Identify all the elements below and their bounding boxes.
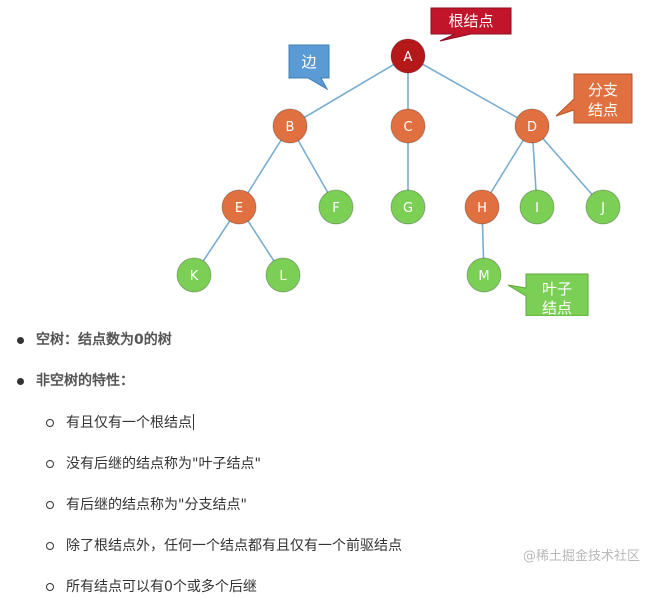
tree-node-D: D <box>514 108 550 144</box>
edge-D-J <box>531 125 604 208</box>
node-circle-J <box>585 189 621 225</box>
node-label-A: A <box>404 50 413 65</box>
node-label-J: J <box>600 201 605 216</box>
node-label-C: C <box>403 120 412 135</box>
tree-node-C: C <box>390 108 426 144</box>
node-label-L: L <box>279 269 287 284</box>
definition-list: 空树：结点数为0的树 非空树的特性： 有且仅有一个根结点 没有后继的结点称为"叶… <box>0 330 646 597</box>
property-text: 有后继的结点称为"分支结点" <box>66 497 247 513</box>
empty-tree-item: 空树：结点数为0的树 <box>0 330 646 350</box>
branch-callout-line-2: 结点 <box>588 101 618 119</box>
node-label-D: D <box>527 120 537 135</box>
property-text: 所有结点可以有0个或多个后继 <box>66 579 257 595</box>
branch-callout-line-1: 分支 <box>588 81 618 99</box>
property-text: 没有后继的结点称为"叶子结点" <box>66 456 261 472</box>
edge-A-B <box>289 55 409 127</box>
property-item: 没有后继的结点称为"叶子结点" <box>34 454 646 474</box>
node-label-H: H <box>477 201 487 216</box>
edge-callout: 边 <box>288 44 330 91</box>
tree-node-A: A <box>390 38 426 74</box>
tree-node-M: M <box>466 257 502 293</box>
tree-node-B: B <box>272 108 308 144</box>
node-label-K: K <box>190 269 199 284</box>
node-label-G: G <box>403 201 413 216</box>
node-label-B: B <box>286 120 295 135</box>
empty-tree-text: 空树：结点数为0的树 <box>36 332 172 348</box>
tree-node-G: G <box>390 189 426 225</box>
property-text: 除了根结点外，任何一个结点都有且仅有一个前驱结点 <box>66 538 402 554</box>
tree-notes: 空树：结点数为0的树 非空树的特性： 有且仅有一个根结点 没有后继的结点称为"叶… <box>0 318 646 597</box>
node-circle-D <box>514 108 550 144</box>
edge-A-D <box>407 55 533 127</box>
tree-node-I: I <box>519 189 555 225</box>
tree-node-H: H <box>464 189 500 225</box>
leaf-callout-line-2: 结点 <box>542 299 572 316</box>
nonempty-tree-text: 非空树的特性： <box>36 373 134 389</box>
node-label-M: M <box>478 269 489 284</box>
tree-node-F: F <box>318 189 354 225</box>
root-callout-text: 根结点 <box>448 12 493 30</box>
root-callout-shape <box>430 7 512 42</box>
tree-node-J: J <box>585 189 621 225</box>
node-circle-A <box>390 38 426 74</box>
property-item: 所有结点可以有0个或多个后继 <box>34 577 646 597</box>
leaf-callout-shape <box>507 273 589 316</box>
node-circle-G <box>390 189 426 225</box>
node-circle-B <box>272 108 308 144</box>
node-circle-E <box>221 189 257 225</box>
property-item: 有且仅有一个根结点 <box>34 413 646 433</box>
tree-node-E: E <box>221 189 257 225</box>
edge-callout-text: 边 <box>301 53 316 71</box>
property-list: 有且仅有一个根结点 没有后继的结点称为"叶子结点" 有后继的结点称为"分支结点"… <box>36 413 646 597</box>
node-circle-H <box>464 189 500 225</box>
leaf-callout-line-1: 叶子 <box>542 280 572 298</box>
root-node-callout: 根结点 <box>430 7 512 42</box>
node-circle-I <box>519 189 555 225</box>
tree-node-K: K <box>176 257 212 293</box>
branch-node-callout: 分支 结点 <box>555 73 633 124</box>
property-text: 有且仅有一个根结点 <box>66 415 192 431</box>
node-circle-M <box>466 257 502 293</box>
watermark: @稀土掘金技术社区 <box>522 549 640 564</box>
tree-node-L: L <box>265 257 301 293</box>
node-circle-C <box>390 108 426 144</box>
text-cursor <box>193 414 194 430</box>
branch-callout-shape <box>555 73 633 124</box>
property-item: 除了根结点外，任何一个结点都有且仅有一个前驱结点 <box>34 536 646 556</box>
tree-diagram: 根结点 边 分支 结点 叶子 结点 A B C D E F G H I J K L M <box>176 7 633 316</box>
node-label-F: F <box>332 201 339 216</box>
node-circle-F <box>318 189 354 225</box>
tree-edges <box>193 55 604 276</box>
node-circle-K <box>176 257 212 293</box>
property-item: 有后继的结点称为"分支结点" <box>34 495 646 515</box>
node-label-E: E <box>235 201 243 216</box>
node-circle-L <box>265 257 301 293</box>
edge-callout-shape <box>288 44 330 91</box>
node-label-I: I <box>535 201 539 216</box>
tree-nodes: A B C D E F G H I J K L M <box>176 38 621 293</box>
leaf-node-callout: 叶子 结点 <box>507 273 589 316</box>
